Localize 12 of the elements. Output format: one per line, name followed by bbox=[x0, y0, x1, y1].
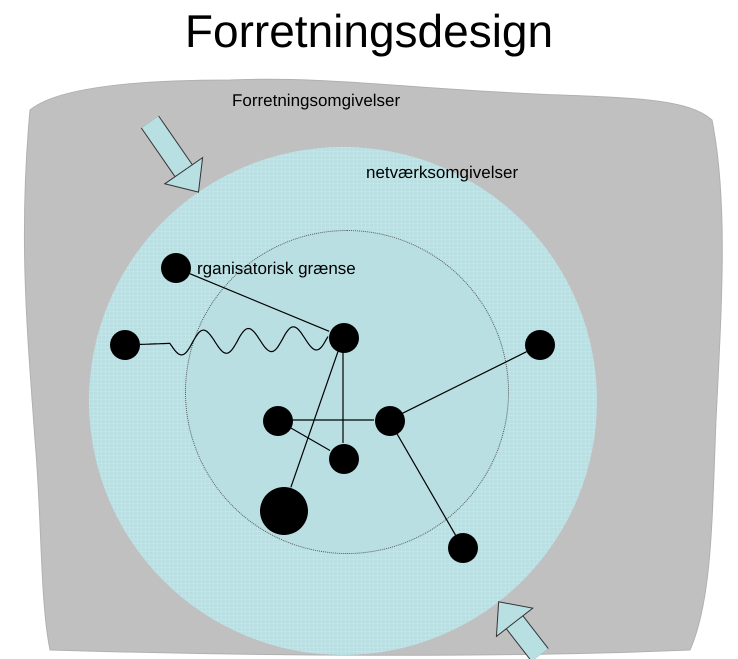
link-line bbox=[396, 432, 456, 536]
region-label: rganisatorisk grænse bbox=[197, 258, 356, 280]
link-line bbox=[290, 426, 330, 452]
link-line bbox=[190, 273, 330, 332]
diagram-title: Forretningsdesign bbox=[184, 8, 554, 54]
link-line bbox=[290, 350, 339, 488]
region-label: Forretningsomgivelser bbox=[232, 90, 400, 112]
link-line bbox=[342, 352, 344, 443]
region-label: netværksomgivelser bbox=[366, 162, 518, 184]
link-line bbox=[402, 351, 527, 414]
wavy-link bbox=[140, 326, 329, 356]
link-line bbox=[292, 419, 374, 421]
